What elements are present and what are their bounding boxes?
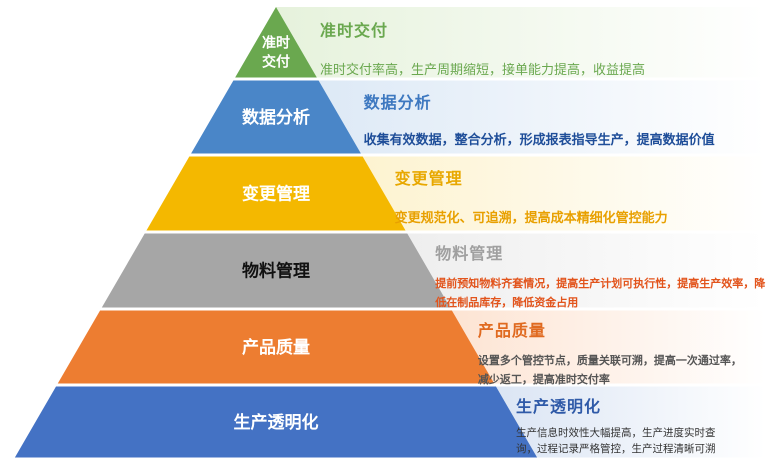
tier-description: 数据分析收集有效数据，整合分析，形成报表指导生产，提高数据价值 [364, 89, 766, 150]
pyramid-tier [146, 156, 406, 231]
pyramid-tier [57, 310, 495, 384]
tier-title: 生产透明化 [515, 396, 601, 416]
tier-title: 物料管理 [435, 243, 504, 263]
tier-band [276, 7, 765, 78]
pyramid-tier [235, 7, 317, 78]
tier-band [451, 310, 765, 384]
tier-band [362, 156, 765, 231]
pyramid-tier [14, 386, 538, 458]
tier-label: 产品质量 [242, 337, 310, 358]
tier-description-text: 变更规范化、可追溯，提高成本精细化管控能力 [394, 210, 668, 226]
tier-label: 交付 [262, 54, 290, 71]
tier-label: 准时 [262, 35, 290, 52]
tier-description-text: 提前预知物料齐套情况，提高生产计划可执行性，提高生产效率，降低在制品库存，降低资… [435, 276, 766, 309]
tier-title: 数据分析 [363, 92, 432, 112]
tier-description-text: 设置多个管控节点，质量关联可溯，提高一次通过率，减少返工，提高准时交付率 [477, 353, 742, 386]
tier-title: 变更管理 [394, 168, 463, 188]
tier-description-text: 生产信息时效性大幅提高，生产进度实时查询，过程记录严格管控，生产过程清晰可溯 [515, 426, 716, 455]
tier-description: 产品质量设置多个管控节点，质量关联可溯，提高一次通过率，减少返工，提高准时交付率 [478, 317, 748, 389]
tier-label: 变更管理 [242, 183, 310, 204]
tier-description: 准时交付准时交付率高，生产周期缩短，接单能力提高，收益提高 [320, 17, 760, 80]
tier-title: 产品质量 [477, 320, 546, 340]
tier-label: 生产透明化 [234, 412, 319, 433]
tier-description: 物料管理提前预知物料齐套情况，提高生产计划可执行性，提高生产效率，降低在制品库存… [435, 240, 765, 312]
tier-label: 物料管理 [242, 260, 310, 281]
tier-description: 生产透明化生产信息时效性大幅提高，生产进度实时查询，过程记录严格管控，生产过程清… [516, 393, 731, 457]
pyramid-tier [101, 233, 451, 308]
tier-title: 准时交付 [320, 21, 389, 40]
tier-band [407, 233, 765, 308]
tier-label: 数据分析 [242, 107, 310, 128]
tier-description-text: 收集有效数据，整合分析，形成报表指导生产，提高数据价值 [363, 132, 715, 148]
pyramid-tier [191, 80, 361, 154]
tier-description: 变更管理变更规范化、可追溯，提高成本精细化管控能力 [395, 165, 765, 228]
tier-band [495, 386, 765, 458]
tier-band [318, 80, 765, 154]
tier-description-text: 准时交付率高，生产周期缩短，接单能力提高，收益提高 [320, 63, 646, 78]
